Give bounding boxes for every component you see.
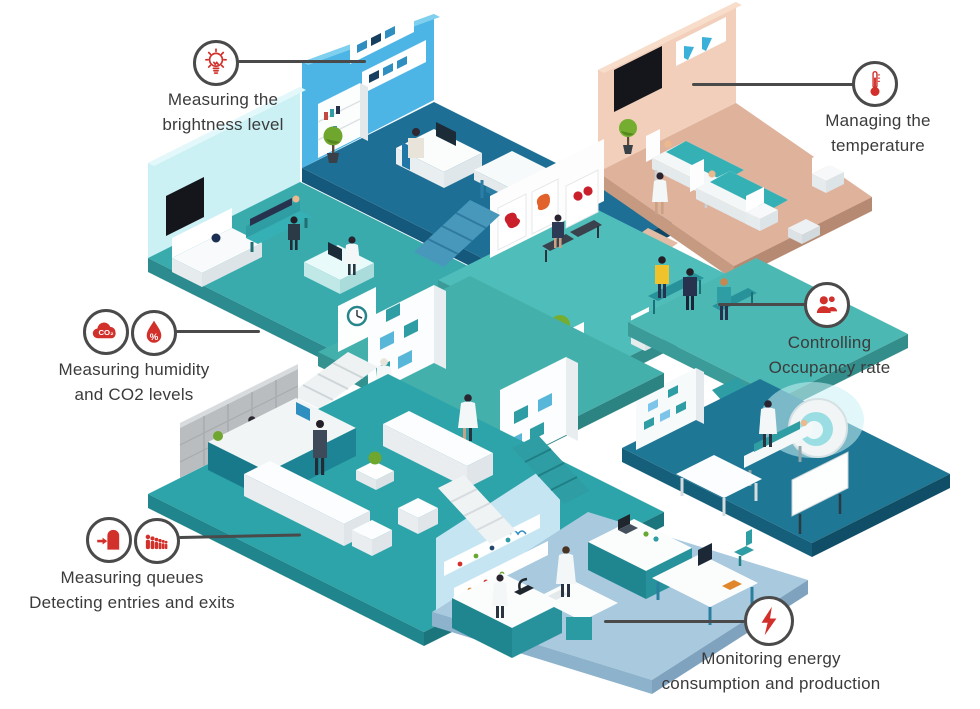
imaging-room xyxy=(622,368,950,557)
callout-label-occupancy: Controlling Occupancy rate xyxy=(737,330,922,380)
lightning-bolt-icon xyxy=(761,606,777,636)
lightbulb-icon xyxy=(205,48,227,74)
seated-patient xyxy=(552,214,564,248)
stairs-office xyxy=(414,200,500,267)
co2-cloud-icon: CO₂ xyxy=(92,322,116,339)
lab-desk xyxy=(652,529,758,625)
ward-tree xyxy=(619,119,637,154)
connector-line-occupancy xyxy=(718,303,806,306)
connector-line-temperature xyxy=(692,83,854,86)
callout-text-line: consumption and production xyxy=(661,674,881,693)
imaging-shelf xyxy=(636,368,704,450)
humidity-percent-icon: % xyxy=(146,320,162,343)
lab-microscope xyxy=(514,577,534,595)
svg-text:%: % xyxy=(150,332,159,343)
callout-label-queues: Measuring queues Detecting entries and e… xyxy=(2,565,262,615)
callout-text-line: Occupancy rate xyxy=(768,358,891,377)
thermometer-icon xyxy=(870,70,880,96)
lab-folder xyxy=(722,580,742,590)
imaging-table xyxy=(676,455,762,516)
callout-text-line: and CO2 levels xyxy=(74,385,194,404)
consultation-tv xyxy=(166,177,204,236)
room-consultation xyxy=(148,87,520,382)
room-patient-ward xyxy=(598,2,872,280)
mri-scanner xyxy=(744,382,864,486)
lab-chair xyxy=(734,529,754,566)
stairs-lobby xyxy=(438,475,516,544)
office-person xyxy=(402,128,424,170)
lobby-visitor xyxy=(313,420,327,475)
imaging-whiteboard xyxy=(791,451,849,534)
callout-label-humidity: Measuring humidity and CO2 levels xyxy=(8,357,260,407)
consultation-sofa xyxy=(172,208,262,287)
ward-window xyxy=(676,17,726,66)
callout-text-line: Detecting entries and exits xyxy=(29,593,235,612)
callout-text-line: Monitoring energy xyxy=(701,649,841,668)
consultation-monitor xyxy=(328,242,342,261)
door-entry-icon xyxy=(97,529,120,550)
lab-scientist xyxy=(492,574,508,618)
svg-text:CO₂: CO₂ xyxy=(98,328,114,337)
callout-label-energy: Monitoring energy consumption and produc… xyxy=(645,646,897,696)
co2-badge: CO₂ xyxy=(83,309,129,355)
entries-badge xyxy=(86,517,132,563)
consultation-desk xyxy=(304,242,374,294)
callout-label-temperature: Managing the temperature xyxy=(788,108,968,158)
callout-text-line: temperature xyxy=(831,136,925,155)
lobby-nurse xyxy=(458,394,478,441)
queue-people-icon xyxy=(145,534,168,550)
connector-line-energy xyxy=(604,620,746,623)
consultation-nurse xyxy=(344,236,360,275)
ward-tv xyxy=(614,46,662,112)
queue-badge xyxy=(134,518,180,564)
ward-armchair xyxy=(746,187,778,231)
connector-line-brightness xyxy=(238,60,366,63)
waiting-bench xyxy=(542,220,602,262)
callout-text-line: Measuring humidity xyxy=(58,360,210,379)
clock-wall xyxy=(338,287,376,352)
lobby-sofa-set xyxy=(244,411,493,556)
energy-badge xyxy=(744,596,794,646)
callout-text-line: Measuring queues xyxy=(60,568,204,587)
poster-liver xyxy=(504,212,520,229)
ward-nurse xyxy=(652,172,668,214)
callout-text-line: Managing the xyxy=(825,111,931,130)
sofa-bag xyxy=(211,233,221,243)
lab-scientist xyxy=(556,546,576,597)
callout-text-line: Controlling xyxy=(787,333,872,352)
office-window-panels xyxy=(350,10,426,94)
poster-stomach xyxy=(536,193,550,211)
office-monitor xyxy=(436,122,456,146)
reception-monitor xyxy=(296,402,310,421)
ward-ottoman xyxy=(788,219,820,244)
stairs-consultation xyxy=(290,352,378,409)
seated-person-yellow xyxy=(655,256,669,298)
callout-text-line: Measuring the xyxy=(167,90,279,109)
lobby-coffee-table xyxy=(356,451,394,490)
occupancy-people-icon xyxy=(816,295,839,314)
medical-posters-wall xyxy=(490,139,604,258)
ward-armchair xyxy=(812,149,844,193)
consultation-doctor xyxy=(288,216,300,250)
brightness-badge xyxy=(193,40,239,86)
humidity-badge: % xyxy=(131,310,177,356)
lab-center-table xyxy=(536,580,618,640)
poster-kidneys xyxy=(583,186,593,196)
callout-label-brightness: Measuring the brightness level xyxy=(118,87,328,137)
callout-text-line: brightness level xyxy=(162,115,284,134)
occupancy-badge xyxy=(804,282,850,328)
imaging-doctor xyxy=(759,400,777,447)
stairs-lab xyxy=(512,435,590,504)
lab-monitor xyxy=(698,543,712,566)
seated-person-navy xyxy=(683,268,697,310)
lab-laptop xyxy=(618,514,638,534)
temperature-badge xyxy=(852,61,898,107)
seated-person-teal xyxy=(717,278,731,320)
office-plant xyxy=(323,126,343,163)
reception-plant xyxy=(213,431,223,441)
connector-line-humidity xyxy=(176,330,260,333)
